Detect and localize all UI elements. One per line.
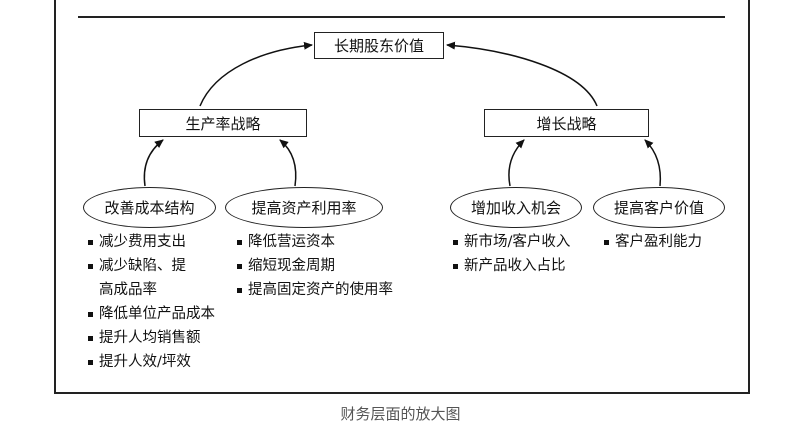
list-item: 新市场/客户收入 (452, 230, 570, 254)
root-label: 长期股东价值 (333, 37, 424, 55)
arrow-cost-to-productivity (143, 139, 164, 187)
asset-utilization-label: 提高资产利用率 (251, 199, 357, 217)
figure-caption: 财务层面的放大图 (340, 405, 461, 423)
list-item: 高成品率 (99, 282, 157, 298)
asset-utilization-oval: 提高资产利用率 (225, 187, 383, 228)
list-item: 减少缺陷、提 (87, 254, 215, 278)
customer-value-oval: 提高客户价值 (593, 187, 725, 228)
growth-strategy-box: 增长战略 (484, 109, 649, 137)
list-item: 缩短现金周期 (236, 254, 393, 278)
productivity-strategy-box: 生产率战略 (139, 109, 307, 137)
productivity-strategy-label: 生产率战略 (185, 114, 261, 133)
list-item: 提高固定资产的使用率 (236, 278, 393, 302)
growth-strategy-label: 增长战略 (536, 114, 597, 133)
arrow-growth-to-root (446, 41, 598, 107)
arrow-asset-to-productivity (279, 139, 297, 187)
list-item: 提升人效/坪效 (87, 350, 215, 374)
list-item: 降低单位产品成本 (87, 302, 215, 326)
customer-value-label: 提高客户价值 (613, 199, 704, 217)
customer-value-list: 客户盈利能力 (603, 230, 702, 254)
revenue-opportunities-list: 新市场/客户收入 新产品收入占比 (452, 230, 570, 278)
revenue-opportunities-label: 增加收入机会 (470, 199, 561, 217)
asset-utilization-list: 降低营运资本 缩短现金周期 提高固定资产的使用率 (236, 230, 393, 302)
revenue-opportunities-oval: 增加收入机会 (450, 187, 582, 228)
top-rule (78, 16, 725, 18)
list-item: 客户盈利能力 (603, 230, 702, 254)
list-item: 提升人均销售额 (87, 326, 215, 350)
arrow-customer-to-growth (644, 139, 662, 187)
cost-structure-oval: 改善成本结构 (83, 187, 216, 228)
root-box: 长期股东价值 (314, 32, 444, 59)
list-item: 新产品收入占比 (452, 254, 570, 278)
list-item: 减少费用支出 (87, 230, 215, 254)
arrow-revenue-to-growth (508, 139, 525, 187)
arrow-productivity-to-root (199, 41, 313, 107)
cost-structure-list: 减少费用支出 减少缺陷、提 高成品率 降低单位产品成本 提升人均销售额 提升人效… (87, 230, 215, 374)
list-item: 降低营运资本 (236, 230, 393, 254)
cost-structure-label: 改善成本结构 (104, 199, 195, 217)
